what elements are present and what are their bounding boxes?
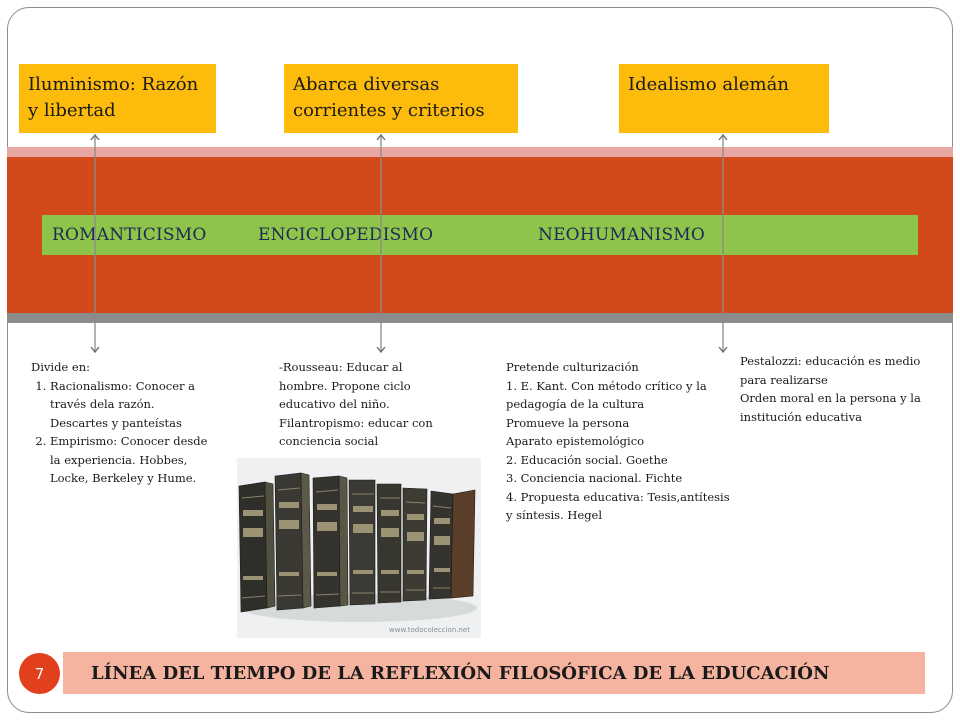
list-item: Empirismo: Conocer desde la experiencia.…: [50, 432, 209, 488]
page-title: LÍNEA DEL TIEMPO DE LA REFLEXIÓN FILOSÓF…: [91, 662, 830, 684]
list-item: Racionalismo: Conocer a través dela razó…: [50, 377, 209, 433]
page-number: 7: [34, 664, 45, 683]
timeline-band-top-stripe: [7, 147, 953, 157]
desc-line: Aparato epistemológico: [506, 434, 645, 448]
desc-line: 1. E. Kant. Con método crítico y la peda…: [506, 378, 707, 412]
desc-line: Orden moral en la persona y la instituci…: [740, 391, 921, 424]
desc-line: -Rousseau: Educar al hombre. Propone cic…: [279, 360, 411, 411]
desc-line: Pestalozzi: educación es medio para real…: [740, 354, 921, 387]
desc-line: Filantropismo: educar con conciencia soc…: [279, 415, 433, 449]
slide-frame: [7, 7, 953, 713]
desc-romanticismo-intro: Divide en:: [31, 360, 90, 374]
timeline-band-bottom-stripe: [7, 313, 953, 323]
desc-line: 2. Educación social. Goethe: [506, 452, 668, 467]
desc-line: Pretende culturización: [506, 360, 639, 374]
desc-neohumanismo: Pretende culturización 1. E. Kant. Con m…: [506, 358, 734, 525]
label-enciclopedismo: ENCICLOPEDISMO: [258, 225, 434, 245]
box-enciclopedismo: Abarca diversas corrientes y criterios: [284, 64, 518, 133]
box-idealismo: Idealismo alemán: [619, 64, 829, 133]
desc-enciclopedismo: -Rousseau: Educar al hombre. Propone cic…: [279, 358, 439, 451]
desc-line: 4. Propuesta educativa: Tesis,antítesis …: [506, 489, 730, 523]
label-neohumanismo: NEOHUMANISMO: [538, 225, 706, 245]
timeline-labels-bar: ROMANTICISMO ENCICLOPEDISMO NEOHUMANISMO: [42, 215, 918, 255]
desc-romanticismo-list: Racionalismo: Conocer a través dela razó…: [31, 377, 209, 488]
box-iluminismo: Iluminismo: Razón y libertad: [19, 64, 216, 133]
books-photo: www.todocoleccion.net: [237, 458, 481, 638]
desc-line: Promueve la persona: [506, 415, 630, 430]
footer-title-bar: LÍNEA DEL TIEMPO DE LA REFLEXIÓN FILOSÓF…: [63, 652, 925, 694]
desc-pestalozzi: Pestalozzi: educación es medio para real…: [740, 352, 930, 426]
desc-line: 3. Conciencia nacional. Fichte: [506, 471, 683, 485]
desc-romanticismo: Divide en: Racionalismo: Conocer a travé…: [31, 358, 209, 488]
image-watermark: www.todocoleccion.net: [389, 626, 470, 634]
page-number-badge: 7: [19, 653, 60, 694]
